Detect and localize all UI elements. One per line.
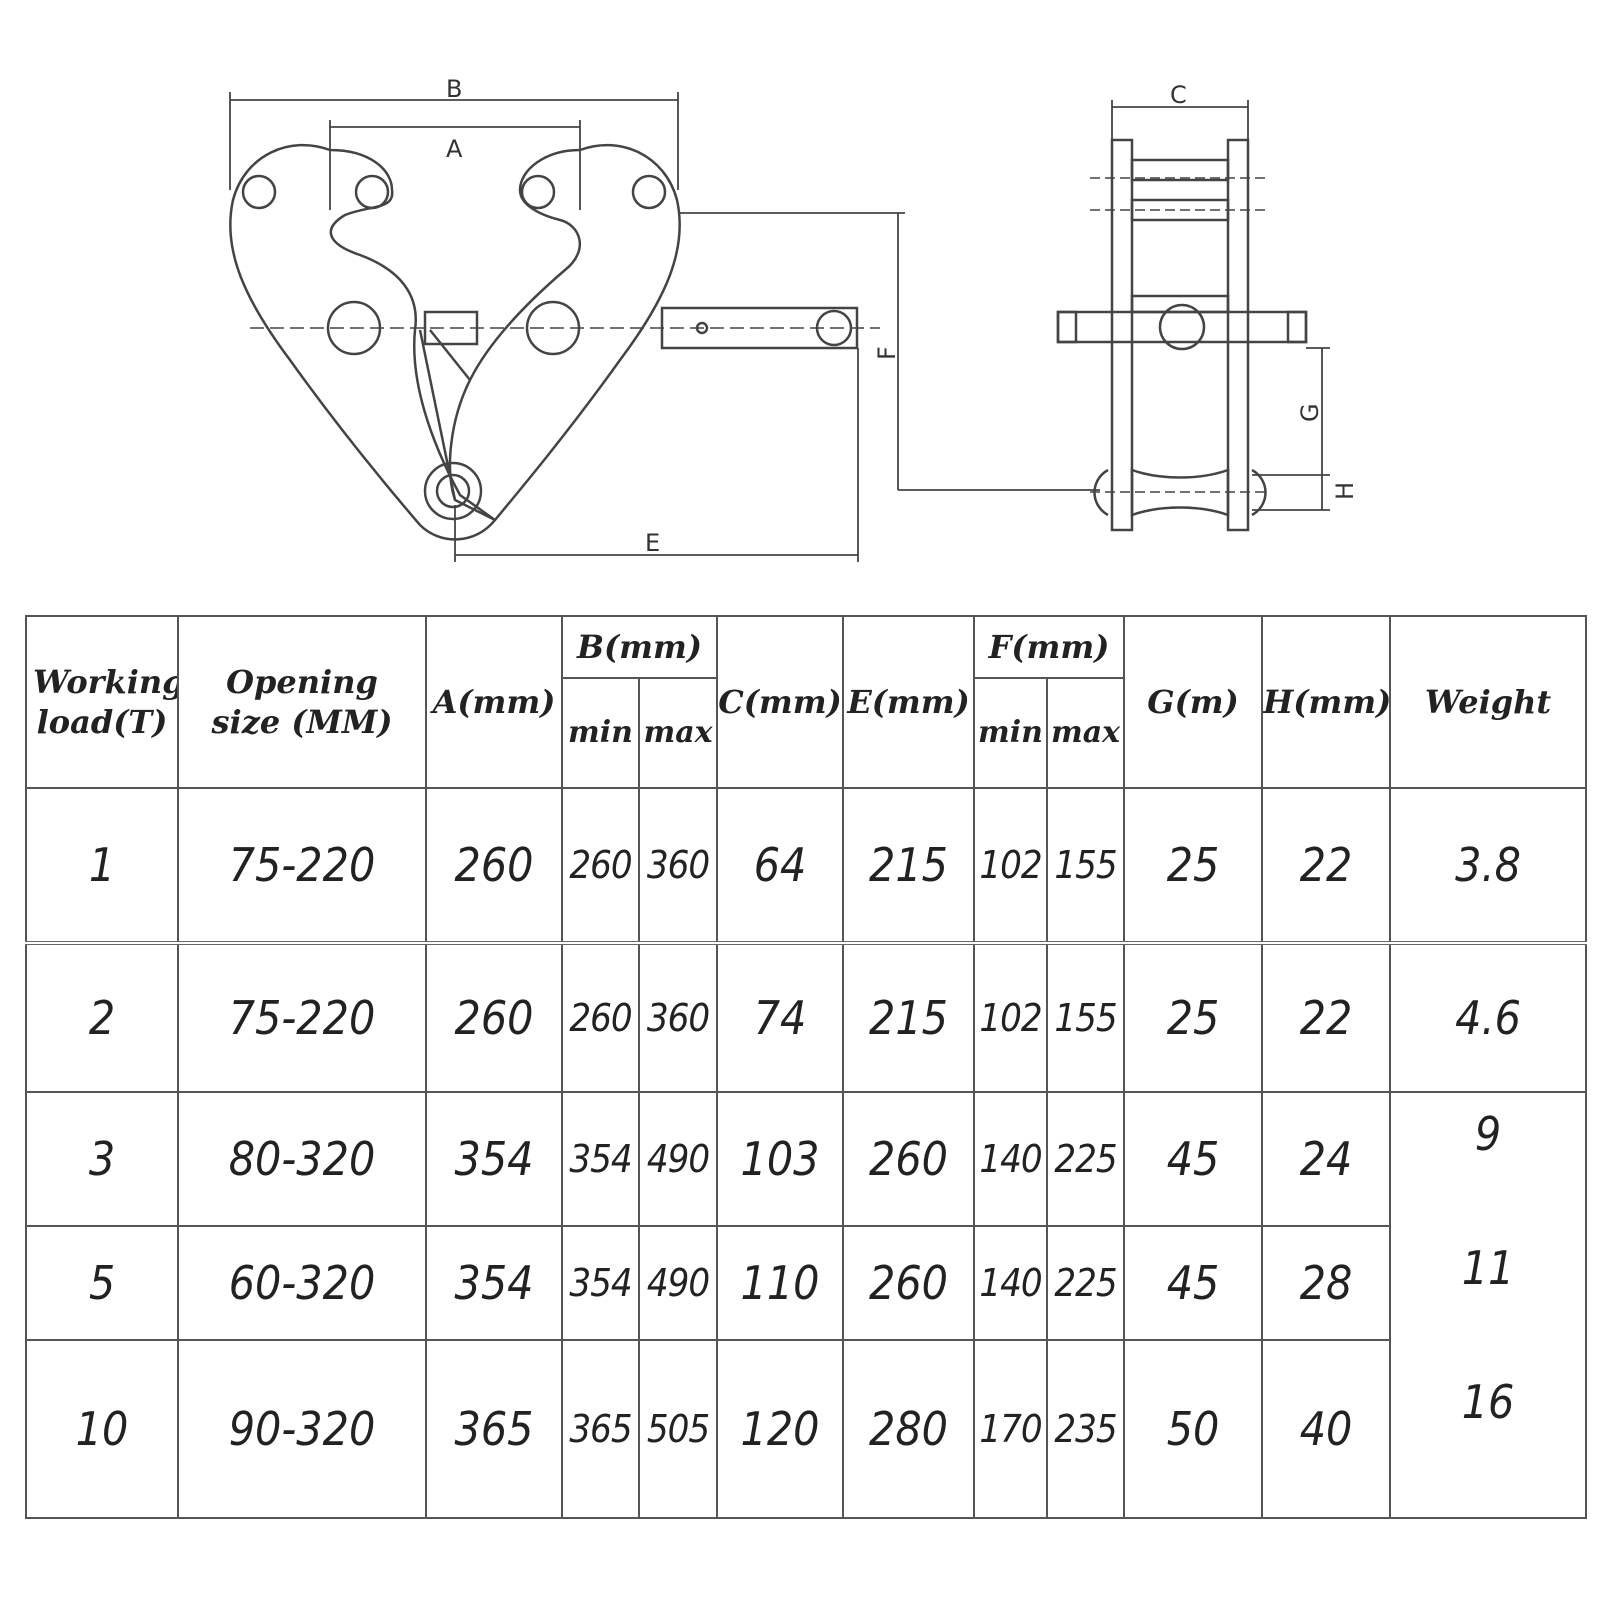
cell-opening: 75-220 xyxy=(177,942,427,1093)
cell-opening: 75-220 xyxy=(177,787,427,945)
cell-f-min: 102 xyxy=(973,787,1049,945)
cell-b-max: 360 xyxy=(637,942,719,1093)
header-g: G(m) xyxy=(1123,615,1264,789)
header-working-load: Working load(T) xyxy=(25,615,179,789)
cell-load: 2 xyxy=(25,942,179,1093)
cell-b-min: 365 xyxy=(561,1339,640,1519)
cell-weight: 9 xyxy=(1474,1107,1502,1161)
cell-weight: 3.8 xyxy=(1389,787,1588,945)
dim-label-e: E xyxy=(645,529,660,557)
header-b-max: max xyxy=(637,677,719,789)
cell-e: 280 xyxy=(842,1339,976,1519)
cell-h: 24 xyxy=(1261,1091,1392,1227)
cell-g: 45 xyxy=(1123,1225,1264,1341)
dim-label-b: B xyxy=(446,75,462,103)
cell-e: 215 xyxy=(842,787,976,945)
header-b-min: min xyxy=(561,677,640,789)
cell-opening: 60-320 xyxy=(177,1225,427,1341)
cell-b-min: 354 xyxy=(561,1091,640,1227)
header-f: F(mm) xyxy=(973,615,1126,679)
cell-weight-group: 9 11 16 xyxy=(1389,1091,1588,1519)
cell-g: 25 xyxy=(1123,787,1264,945)
cell-weight: 4.6 xyxy=(1389,942,1588,1093)
cell-load: 1 xyxy=(25,787,179,945)
cell-c: 120 xyxy=(716,1339,845,1519)
header-f-max: max xyxy=(1046,677,1126,789)
header-weight: Weight xyxy=(1389,615,1588,789)
cell-a: 260 xyxy=(425,942,563,1093)
header-c: C(mm) xyxy=(716,615,845,789)
cell-b-min: 260 xyxy=(561,942,640,1093)
cell-opening: 90-320 xyxy=(177,1339,427,1519)
cell-load: 3 xyxy=(25,1091,179,1227)
header-f-min: min xyxy=(973,677,1049,789)
side-view xyxy=(1056,138,1308,532)
header-a: A(mm) xyxy=(425,615,563,789)
table-row: 5 60-320 354 354 490 110 260 140 225 45 … xyxy=(25,1225,1586,1341)
dim-label-f: F xyxy=(873,346,901,360)
cell-weight: 16 xyxy=(1461,1375,1515,1429)
cell-g: 45 xyxy=(1123,1091,1264,1227)
beam-clamp-drawing: B A E F C G H xyxy=(229,75,1359,562)
cell-h: 22 xyxy=(1261,942,1392,1093)
cell-g: 25 xyxy=(1123,942,1264,1093)
cell-load: 5 xyxy=(25,1225,179,1341)
cell-f-min: 102 xyxy=(973,942,1049,1093)
cell-c: 103 xyxy=(716,1091,845,1227)
cell-c: 110 xyxy=(716,1225,845,1341)
cell-load: 10 xyxy=(25,1339,179,1519)
header-b: B(mm) xyxy=(560,615,719,679)
cell-f-min: 140 xyxy=(973,1225,1049,1341)
cell-f-max: 155 xyxy=(1046,787,1126,945)
header-e: E(mm) xyxy=(842,615,976,789)
cell-e: 260 xyxy=(842,1225,976,1341)
cell-a: 354 xyxy=(425,1225,563,1341)
spec-table-container: Working load(T) Opening size (MM) A(mm) … xyxy=(25,615,1588,1519)
cell-c: 64 xyxy=(716,787,845,945)
cell-f-min: 170 xyxy=(973,1339,1049,1519)
cell-g: 50 xyxy=(1123,1339,1264,1519)
dim-label-c: C xyxy=(1170,81,1187,109)
header-opening-size: Opening size (MM) xyxy=(177,615,427,789)
dim-label-h: H xyxy=(1331,482,1359,500)
table-row: 1 75-220 260 260 360 64 215 102 155 25 2… xyxy=(25,787,1588,945)
cell-b-max: 490 xyxy=(637,1091,719,1227)
cell-b-max: 360 xyxy=(637,787,719,945)
cell-f-max: 155 xyxy=(1046,942,1126,1093)
cell-weight: 11 xyxy=(1461,1241,1515,1295)
front-view xyxy=(229,143,880,541)
cell-a: 260 xyxy=(425,787,563,945)
cell-f-max: 225 xyxy=(1046,1091,1126,1227)
cell-a: 365 xyxy=(425,1339,563,1519)
table-row: 10 90-320 365 365 505 120 280 170 235 50… xyxy=(25,1339,1586,1519)
cell-b-max: 505 xyxy=(637,1339,719,1519)
side-dimensions xyxy=(1111,100,1330,511)
cell-b-min: 260 xyxy=(561,787,640,945)
cell-b-min: 354 xyxy=(561,1225,640,1341)
dim-label-g: G xyxy=(1296,403,1324,422)
cell-opening: 80-320 xyxy=(177,1091,427,1227)
cell-h: 28 xyxy=(1261,1225,1392,1341)
cell-c: 74 xyxy=(716,942,845,1093)
cell-f-max: 235 xyxy=(1046,1339,1126,1519)
cell-e: 215 xyxy=(842,942,976,1093)
cell-a: 354 xyxy=(425,1091,563,1227)
cell-h: 40 xyxy=(1261,1339,1392,1519)
spec-table: Working load(T) Opening size (MM) A(mm) … xyxy=(25,615,1588,1519)
dim-label-a: A xyxy=(446,135,463,163)
cell-f-min: 140 xyxy=(973,1091,1049,1227)
cell-e: 260 xyxy=(842,1091,976,1227)
front-dimensions xyxy=(229,92,1100,562)
cell-h: 22 xyxy=(1261,787,1392,945)
table-row: 3 80-320 354 354 490 103 260 140 225 45 … xyxy=(25,1091,1588,1519)
cell-f-max: 225 xyxy=(1046,1225,1126,1341)
table-row: 2 75-220 260 260 360 74 215 102 155 25 2… xyxy=(25,942,1588,1093)
header-h: H(mm) xyxy=(1261,615,1392,789)
cell-b-max: 490 xyxy=(637,1225,719,1341)
